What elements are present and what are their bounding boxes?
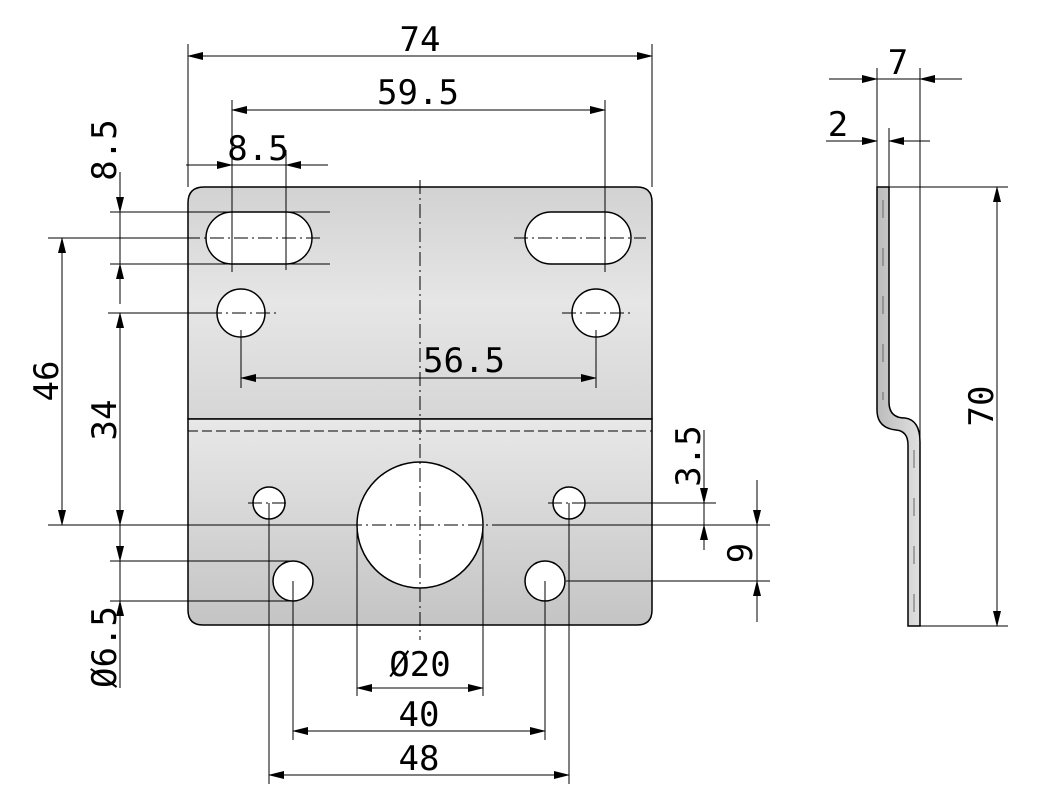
front-dimensions: 74 59.5 8.5 8.5 46 34 56.5	[27, 20, 770, 784]
dim-34: 34	[85, 400, 125, 441]
dim-8-5-horizontal: 8.5	[227, 129, 288, 169]
side-dimensions: 7 2 70	[826, 43, 1008, 627]
dim-hole-diameter: Ø6.5	[85, 606, 125, 688]
dim-3-5: 3.5	[669, 425, 709, 486]
front-view	[186, 180, 653, 640]
side-view	[876, 186, 921, 627]
dim-74: 74	[400, 20, 441, 60]
dim-56-5: 56.5	[423, 341, 505, 381]
dim-2: 2	[828, 105, 848, 145]
dim-48: 48	[399, 739, 440, 779]
dim-9: 9	[721, 543, 761, 563]
dim-7: 7	[888, 43, 908, 83]
dim-59-5: 59.5	[377, 73, 459, 113]
dim-40: 40	[399, 695, 440, 735]
dim-46: 46	[27, 361, 67, 402]
dim-center-hole-diameter: Ø20	[389, 645, 450, 685]
dim-8-5-vertical: 8.5	[85, 119, 125, 180]
dim-70: 70	[962, 386, 1002, 427]
